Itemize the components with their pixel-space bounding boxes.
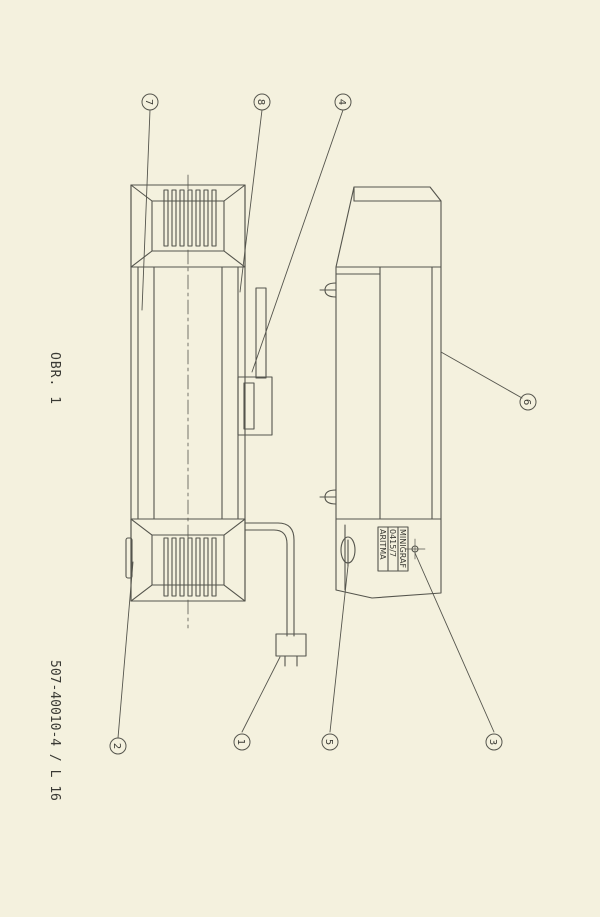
callout-2: 2 [111,743,122,749]
callout-5: 5 [323,739,334,745]
callout-7: 7 [143,99,154,105]
callout-4: 4 [336,99,347,105]
lower-vent-slots [163,537,217,597]
callout-3: 3 [487,739,498,745]
document-code: 507-40010-4 / L 16 [47,660,62,801]
side-view-bottom-end [335,518,442,599]
side-view [319,186,442,599]
side-view-main-body [335,266,442,520]
callout-8: 8 [255,99,266,105]
power-plug [275,633,307,657]
paper-guide-bracket [237,376,273,436]
callout-1: 1 [235,739,246,745]
top-view [125,174,307,667]
upper-vent-slots [163,189,217,247]
leader-lines [117,109,523,739]
side-switch [125,537,133,579]
figure-label: OBR. 1 [47,352,62,405]
callout-6: 6 [521,399,532,405]
callouts [109,93,537,755]
paper-guide-arm [255,287,267,379]
nameplate-line-3: ARITMA [378,529,387,560]
nameplate-line-1: MINIGRAF [398,529,407,569]
nameplate-line-2: 0415/7 [388,529,397,557]
power-cord [244,522,295,637]
side-view-top-end [335,186,442,268]
